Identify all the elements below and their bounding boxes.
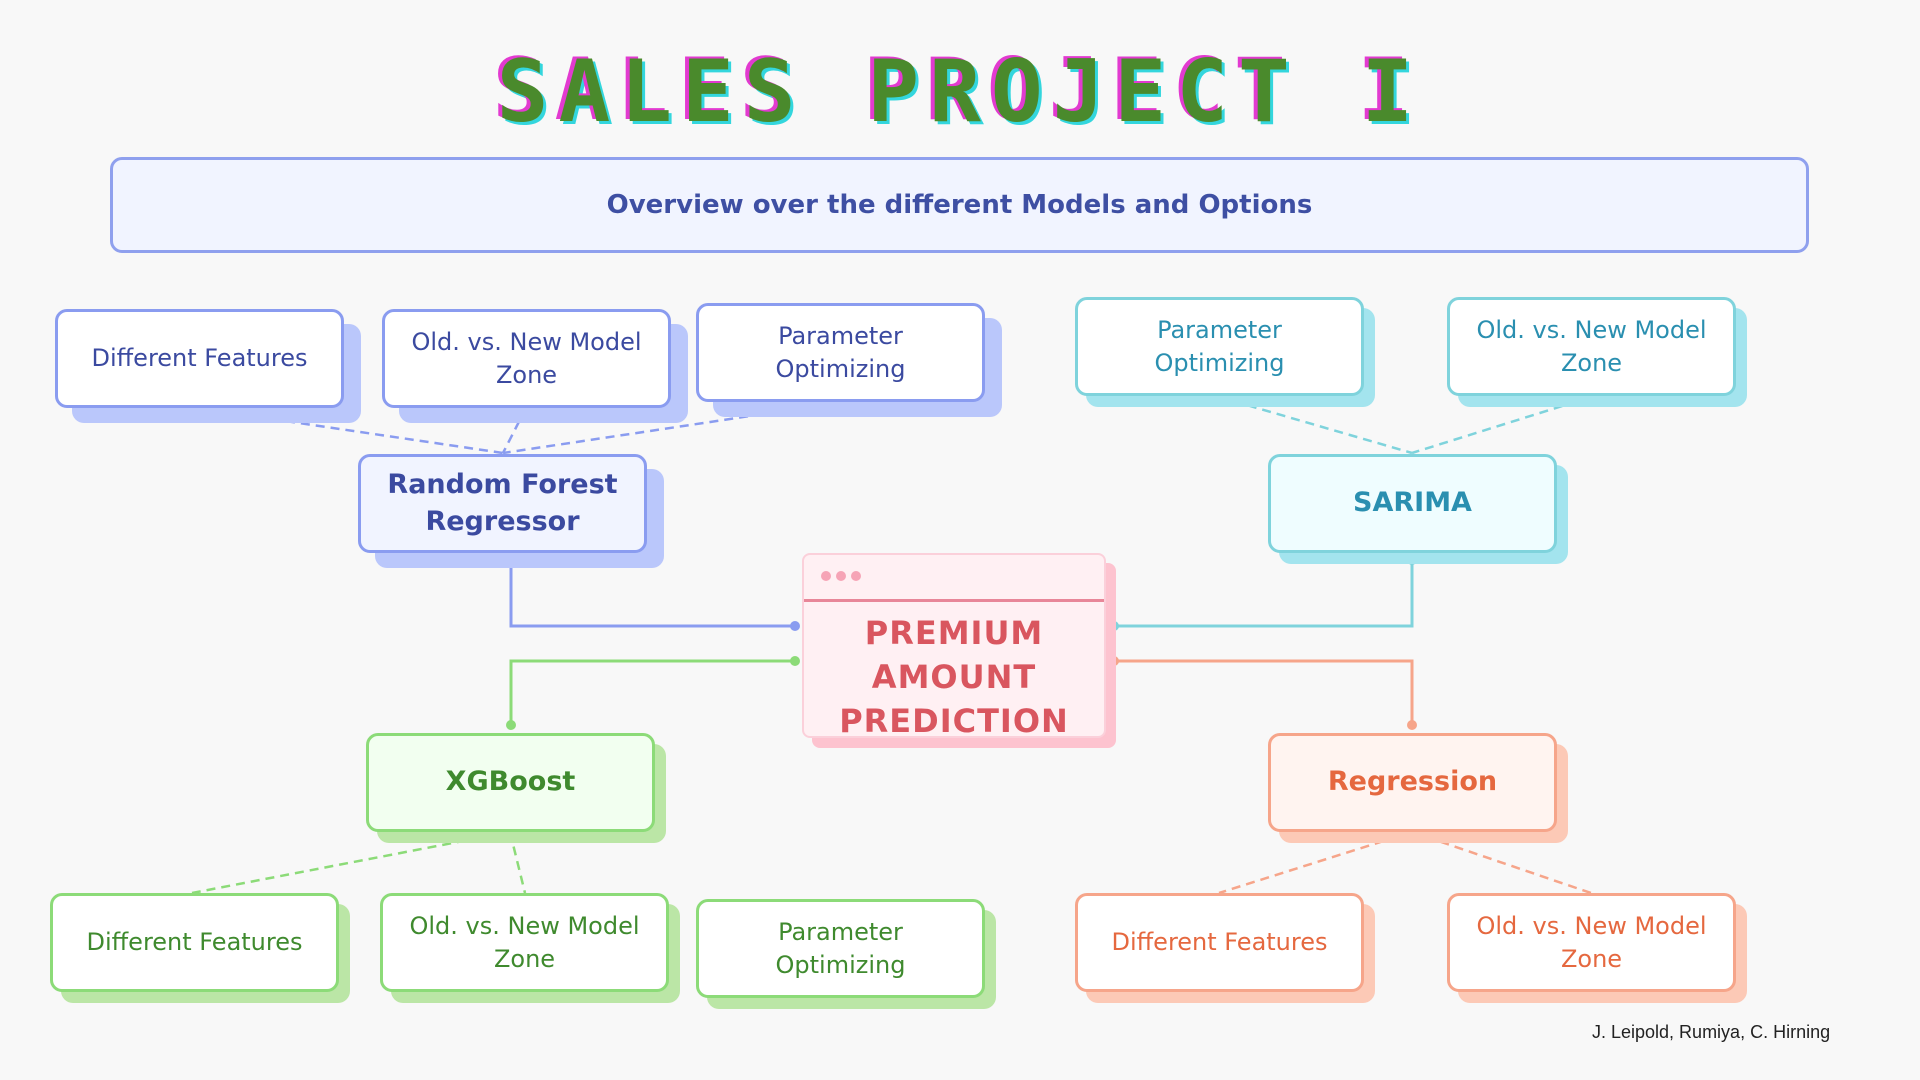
sarima-option-old-vs-new-model-zone: Old. vs. New Model Zone	[1447, 297, 1736, 396]
rf-link-zone	[501, 407, 528, 454]
reg-option-old-vs-new-model-zone: Old. vs. New Model Zone	[1447, 893, 1736, 992]
reg-option-different-features: Different Features	[1075, 893, 1364, 992]
window-dot-icon	[821, 571, 831, 581]
model-random-forest: Random Forest Regressor	[358, 454, 647, 553]
xgb-option-different-features: Different Features	[50, 893, 339, 992]
center-node-premium-prediction: PREMIUM AMOUNT PREDICTION	[802, 553, 1106, 740]
model-xgboost: XGBoost	[366, 733, 655, 832]
center-label: PREMIUM AMOUNT PREDICTION	[839, 614, 1069, 740]
window-dot-icon	[851, 571, 861, 581]
page-title: SALES PROJECT I	[496, 42, 1424, 142]
xgb-link-zone	[508, 831, 527, 894]
window-dot-icon	[836, 571, 846, 581]
xgb-link-features	[191, 830, 511, 895]
model-sarima: SARIMA	[1268, 454, 1557, 553]
sarima-center-link	[1114, 560, 1414, 628]
sarima-link-params	[1218, 395, 1413, 455]
rf-link-params	[502, 401, 838, 455]
rf-option-different-features: Different Features	[55, 309, 344, 408]
credits: J. Leipold, Rumiya, C. Hirning	[1592, 1022, 1831, 1042]
reg-link-features	[1218, 830, 1413, 895]
reg-center-link	[1114, 659, 1414, 725]
model-regression: Regression	[1268, 733, 1557, 832]
rf-option-parameter-optimizing: Parameter Optimizing	[696, 303, 985, 402]
xgb-option-old-vs-new-model-zone: Old. vs. New Model Zone	[380, 893, 669, 992]
rf-option-old-vs-new-model-zone: Old. vs. New Model Zone	[382, 309, 671, 408]
sarima-option-parameter-optimizing: Parameter Optimizing	[1075, 297, 1364, 396]
window-title-bar	[804, 599, 1104, 602]
xgb-center-link	[509, 659, 795, 725]
overview-banner: Overview over the different Models and O…	[110, 157, 1809, 253]
rf-center-link	[509, 560, 795, 628]
rf-link-features	[196, 406, 504, 455]
reg-link-zone	[1411, 830, 1592, 895]
sarima-link-zone	[1411, 395, 1592, 455]
xgb-option-parameter-optimizing: Parameter Optimizing	[696, 899, 985, 998]
